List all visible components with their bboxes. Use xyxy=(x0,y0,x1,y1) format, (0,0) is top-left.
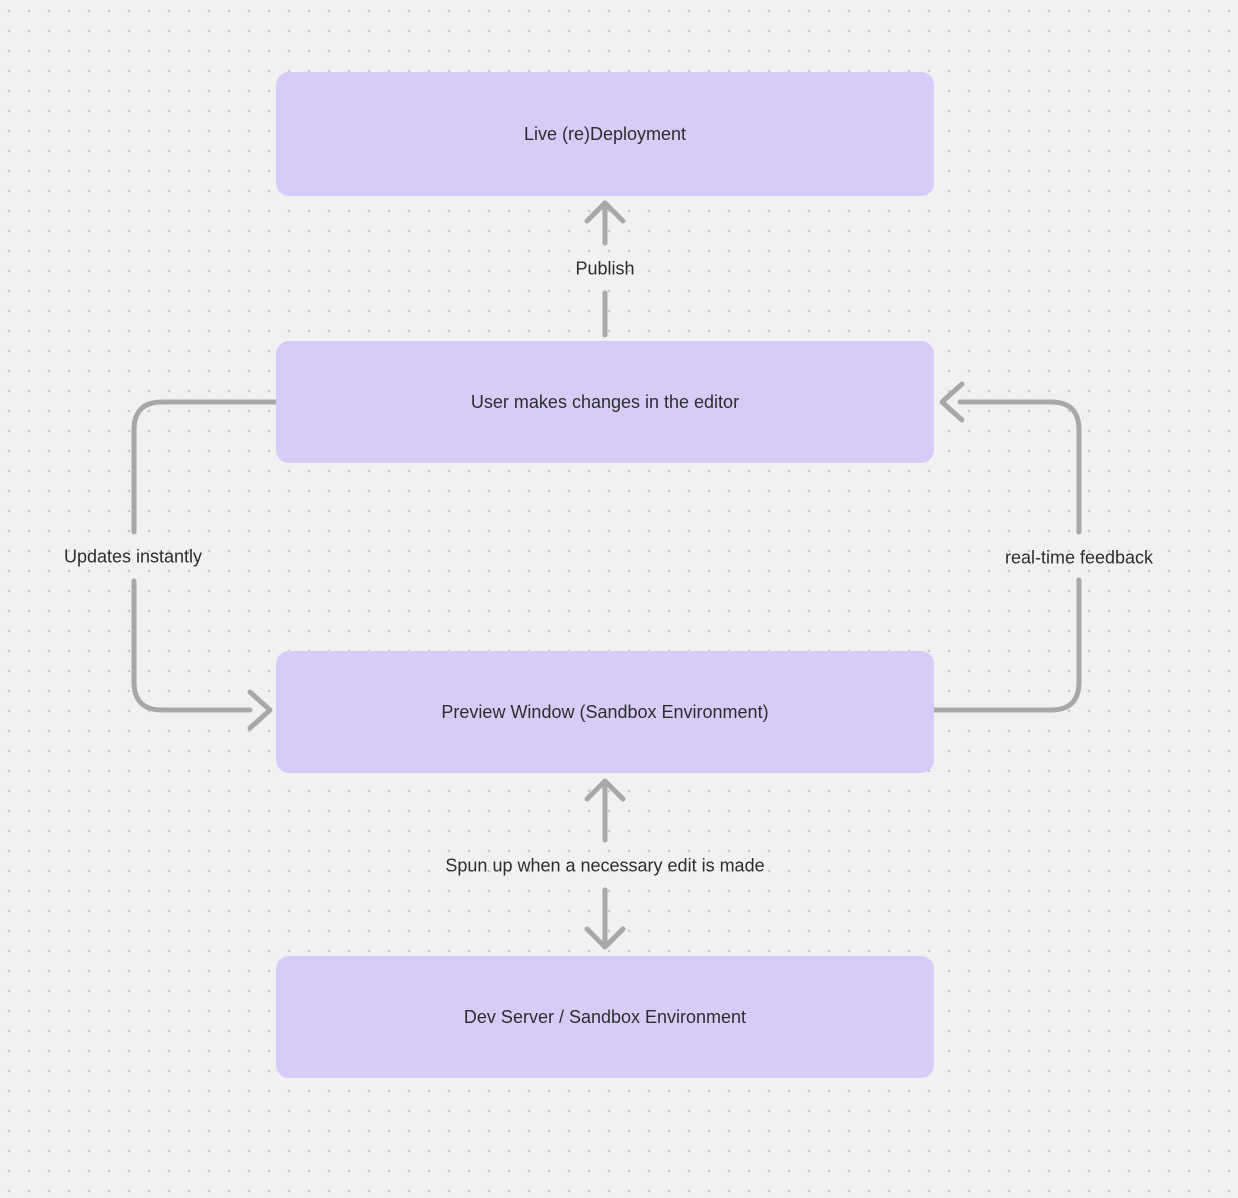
node-preview-window-label: Preview Window (Sandbox Environment) xyxy=(441,701,769,722)
node-live-deployment-label: Live (re)Deployment xyxy=(523,123,687,144)
node-live-deployment[interactable]: Live (re)Deployment xyxy=(276,72,934,196)
edge-label-spun-up: Spun up when a necessary edit is made xyxy=(445,855,765,876)
node-dev-server-label: Dev Server / Sandbox Environment xyxy=(463,1006,747,1027)
edge-updates-instantly-arrow xyxy=(131,399,279,731)
edge-label-publish: Publish xyxy=(575,258,635,279)
node-preview-window[interactable]: Preview Window (Sandbox Environment) xyxy=(276,651,934,773)
node-dev-server[interactable]: Dev Server / Sandbox Environment xyxy=(276,956,934,1078)
edge-spun-up-arrow xyxy=(584,778,626,950)
edge-publish-arrow xyxy=(584,200,626,338)
node-user-editor[interactable]: User makes changes in the editor xyxy=(276,341,934,463)
edge-real-time-feedback-arrow xyxy=(931,381,1082,713)
edge-label-updates-instantly: Updates instantly xyxy=(63,546,203,567)
node-user-editor-label: User makes changes in the editor xyxy=(470,391,740,412)
edge-label-real-time-feedback: real-time feedback xyxy=(1004,547,1154,568)
